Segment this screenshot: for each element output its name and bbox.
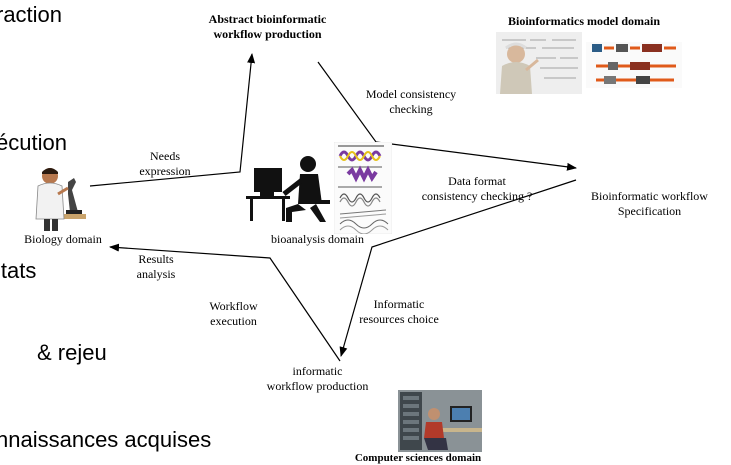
label-workflow-execution: Workflow execution (209, 299, 258, 328)
bioanalysis-computer-picture (246, 156, 330, 222)
label-model-domain: Bioinformatics model domain (508, 14, 660, 28)
bg-text-replay: & rejeu (37, 340, 107, 365)
label-needs-expression: Needs expression (139, 149, 191, 178)
label-abstract-production: Abstract bioinformatic workflow producti… (208, 12, 327, 41)
label-cs-domain: Computer sciences domain (354, 452, 482, 464)
bg-text-execution: écution (0, 130, 67, 155)
bg-text-knowledge: nnaissances acquises (0, 427, 212, 452)
label-model-consistency: Model consistency checking (365, 87, 457, 116)
label-workflow-spec: Bioinformatic workflow Specification (591, 189, 708, 218)
arrow-needs-expression (89, 53, 256, 187)
arrow-workflow-execution (109, 243, 341, 362)
label-data-format: Data format consistency checking ? (421, 174, 533, 203)
bg-text-extraction: raction (0, 2, 63, 27)
label-bioanalysis-domain: bioanalysis domain (271, 232, 364, 246)
label-results-analysis: Results analysis (136, 252, 176, 281)
model-domain-picture (496, 32, 682, 94)
label-informatic-production: informatic workflow production (266, 364, 369, 393)
label-biology-domain: Biology domain (24, 232, 102, 246)
label-informatic-resources: Informatic resources choice (359, 297, 439, 326)
bg-text-results: ltats (0, 258, 37, 283)
computer-lab-picture (398, 390, 482, 452)
biologist-microscope-picture (35, 168, 86, 231)
arrow-resources-choice (339, 179, 577, 357)
bioinformatics-plots-picture (334, 142, 392, 234)
